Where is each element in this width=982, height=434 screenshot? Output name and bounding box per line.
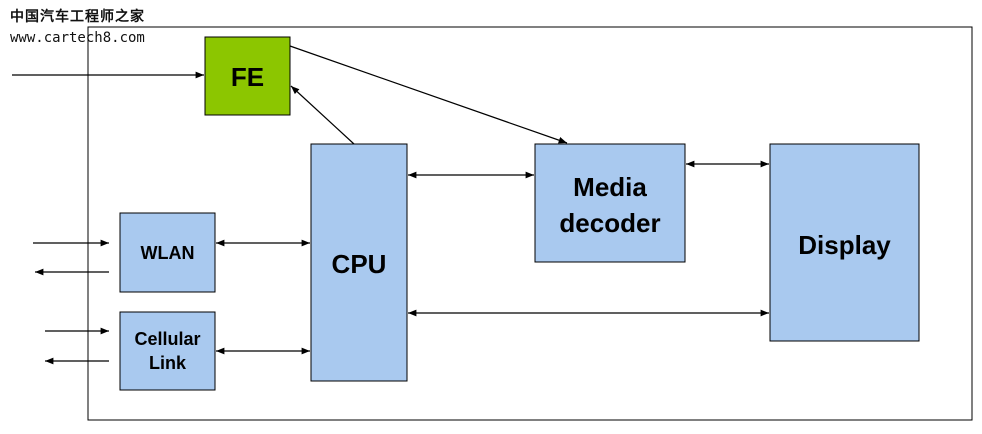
- cellular-link-block: Cellular Link: [119, 311, 216, 391]
- cpu-label: CPU: [332, 249, 387, 279]
- fe-label: FE: [231, 62, 264, 92]
- wlan-label: WLAN: [141, 243, 195, 263]
- system-boundary: [87, 26, 973, 421]
- cellular-link-label-line1: Cellular: [134, 329, 200, 349]
- watermark-site-name: 中国汽车工程师之家: [10, 9, 145, 25]
- display-label: Display: [798, 230, 891, 260]
- cpu-to-fe-arrow: [290, 85, 355, 145]
- cpu-block: CPU: [310, 143, 408, 382]
- watermark-url: www.cartech8.com: [10, 30, 145, 46]
- media-decoder-label-line1: Media: [573, 172, 647, 202]
- media-decoder-label-line2: decoder: [559, 208, 660, 238]
- wlan-block: WLAN: [119, 212, 216, 293]
- fe-to-media-decoder-arrow: [289, 45, 568, 144]
- display-block: Display: [769, 143, 920, 342]
- cellular-link-label-line2: Link: [149, 353, 187, 373]
- media-decoder-block: Media decoder: [534, 143, 686, 263]
- fe-block: FE: [204, 36, 291, 116]
